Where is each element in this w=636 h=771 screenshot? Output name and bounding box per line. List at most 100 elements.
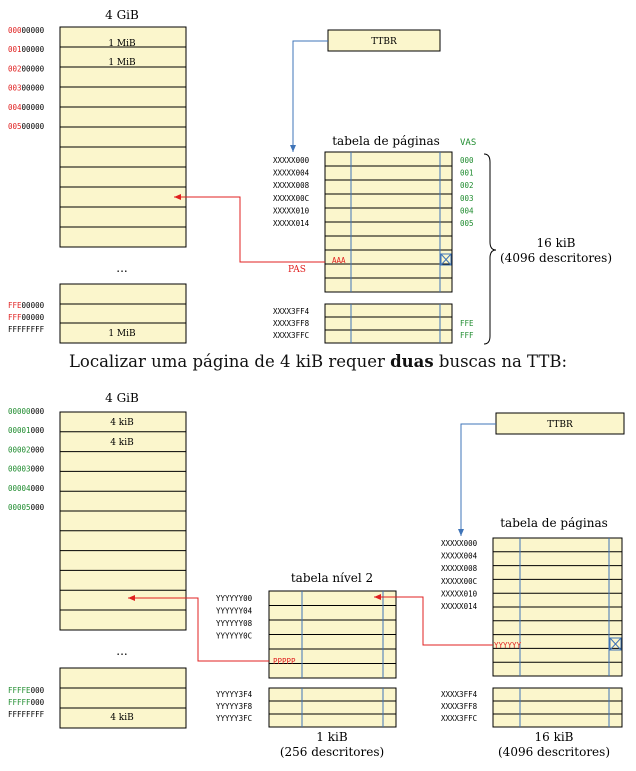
level2-table-end-address: YYYYY3F4 [216, 690, 253, 699]
level2-table-title: tabela nível 2 [291, 571, 373, 585]
top-table-address: XXXXX014 [273, 219, 310, 228]
top-table-addresses: XXXXX000XXXXX004XXXXX008XXXXX00CXXXXX010… [273, 156, 310, 228]
top-memory-block-label: 1 MiB [108, 39, 136, 49]
top-vas-value: 000 [460, 156, 474, 165]
top-vas-end-value: FFF [460, 331, 474, 340]
top-memory-address: 00400000 [8, 103, 45, 112]
bottom-table-value: YYYYYY [494, 641, 522, 650]
bottom-table-cross-icon [609, 637, 622, 651]
level2-to-memory-arrow [128, 595, 269, 662]
top-memory-address: 00100000 [8, 45, 45, 54]
bottom-table-address: XXXXX014 [441, 602, 478, 611]
top-page-table: tabela de páginas VAS XXXXX000XXXXX004XX… [174, 134, 612, 345]
top-physical-memory: 4 GiB 1 MiB 1 MiB 00000000 00100000 002000… [8, 8, 187, 344]
top-memory-end-block [59, 283, 187, 344]
bottom-memory-end-address: FFFFE000 [8, 686, 45, 695]
top-ttbr-arrow [290, 40, 328, 152]
bottom-memory-title: 4 GiB [105, 391, 139, 405]
level2-table-size-descriptors: (256 descritores) [280, 745, 384, 759]
bottom-memory-block-label: 4 kiB [110, 438, 134, 448]
top-pas-label: PAS [288, 265, 306, 275]
top-memory-end-address: FFFFFFFF [8, 325, 45, 334]
top-memory-address: 00300000 [8, 84, 45, 93]
bottom-table-address: XXXXX010 [441, 589, 478, 598]
top-vas-value: 004 [460, 206, 474, 215]
top-memory-address: 00000000 [8, 26, 45, 35]
top-memory-block-label: 1 MiB [108, 58, 136, 68]
bottom-memory-block-label: 4 kiB [110, 418, 134, 428]
top-section: 4 GiB 1 MiB 1 MiB 0000000000100000002000… [8, 8, 612, 345]
bottom-memory-address: 00003000 [8, 465, 45, 474]
top-vas-value: 005 [460, 219, 474, 228]
level2-table-address: YYYYYY00 [216, 594, 253, 603]
bottom-table-rows [493, 551, 622, 663]
top-memory-end-address: FFE00000 [8, 301, 45, 310]
top-table-address: XXXXX010 [273, 206, 310, 215]
bottom-physical-memory: 4 GiB 4 kiB 4 kiB 0000000000001000000020… [8, 391, 187, 729]
bottom-memory-address: 00004000 [8, 484, 45, 493]
level2-table-end-address: YYYYY3F8 [216, 702, 253, 711]
bottom-memory-address: 00000000 [8, 407, 45, 416]
top-table-end-address: XXXX3FFC [273, 331, 309, 340]
bottom-memory-end-address: FFFFFFFF [8, 710, 45, 719]
top-memory-addresses: 00000000 00100000 00200000 00300000 00400000… [8, 26, 45, 131]
top-vas-value: 002 [460, 181, 474, 190]
top-memory-end-address: FFF00000 [8, 313, 45, 322]
top-vas-value: 001 [460, 169, 474, 178]
top-table-title: tabela de páginas [332, 134, 440, 148]
top-memory-address: 00200000 [8, 64, 45, 73]
bottom-memory-end-block-label: 4 kiB [110, 713, 134, 723]
level2-table-size: 1 kiB [316, 730, 348, 744]
top-memory-rows [60, 46, 186, 228]
bottom-table-end-address: XXXX3FF4 [441, 690, 478, 699]
top-table-address: XXXXX004 [273, 169, 310, 178]
bottom-table-title: tabela de páginas [500, 516, 608, 530]
level2-table-rows [269, 605, 396, 664]
top-memory-ellipsis: ... [116, 261, 127, 275]
level2-table-end-address: YYYYY3FC [216, 714, 252, 723]
top-ttbr-label: TTBR [371, 37, 397, 47]
top-table-address: XXXXX008 [273, 181, 310, 190]
top-table-cross-icon [440, 253, 452, 266]
top-table-vas-values: 000 001 002 003 004 005 [460, 156, 474, 228]
bottom-page-table: tabela de páginas XXXXX000XXXXX004XXXXX0… [374, 516, 623, 759]
bottom-memory-end-block [59, 667, 187, 729]
top-memory-block [59, 26, 187, 248]
top-table-address: XXXXX00C [273, 194, 309, 203]
top-memory-address: 00500000 [8, 122, 45, 131]
top-vas-header: VAS [460, 138, 476, 148]
level2-table-address: YYYYYY08 [216, 619, 253, 628]
level2-table-address: YYYYYY04 [216, 607, 253, 616]
level2-value: PPPPP [273, 657, 296, 666]
top-table-end-vas-values: FFE FFF [460, 319, 474, 340]
bottom-table-address: XXXXX004 [441, 552, 478, 561]
bottom-memory-ellipsis: ... [116, 644, 127, 658]
bottom-table-size-descriptors: (4096 descritores) [498, 745, 610, 759]
caption: Localizar uma página de 4 kiB requer dua… [68, 352, 568, 371]
top-memory-end-block-label: 1 MiB [108, 329, 136, 339]
bottom-table-addresses: XXXXX000XXXXX004XXXXX008XXXXX00CXXXXX010… [441, 539, 478, 611]
bottom-section: 4 GiB 4 kiB 4 kiB 0000000000001000000020… [8, 391, 625, 759]
bottom-table-end-block [492, 687, 623, 728]
bottom-memory-address: 00002000 [8, 445, 45, 454]
bottom-memory-address: 00005000 [8, 503, 45, 512]
top-table-size-descriptors: (4096 descritores) [500, 251, 612, 265]
top-vas-value: 003 [460, 194, 474, 203]
top-table-size-brace [483, 153, 497, 345]
bottom-table-address: XXXXX00C [441, 577, 477, 586]
top-table-size: 16 kiB [536, 236, 575, 250]
bottom-table-end-address: XXXX3FF8 [441, 702, 478, 711]
level2-table-address: YYYYYY0C [216, 632, 252, 641]
top-vas-end-value: FFE [460, 319, 474, 328]
top-memory-title: 4 GiB [105, 8, 139, 22]
table-to-level2-arrow [374, 594, 493, 646]
bottom-table-size: 16 kiB [534, 730, 573, 744]
bottom-memory-block [59, 411, 187, 631]
bottom-memory-rows [60, 431, 186, 611]
